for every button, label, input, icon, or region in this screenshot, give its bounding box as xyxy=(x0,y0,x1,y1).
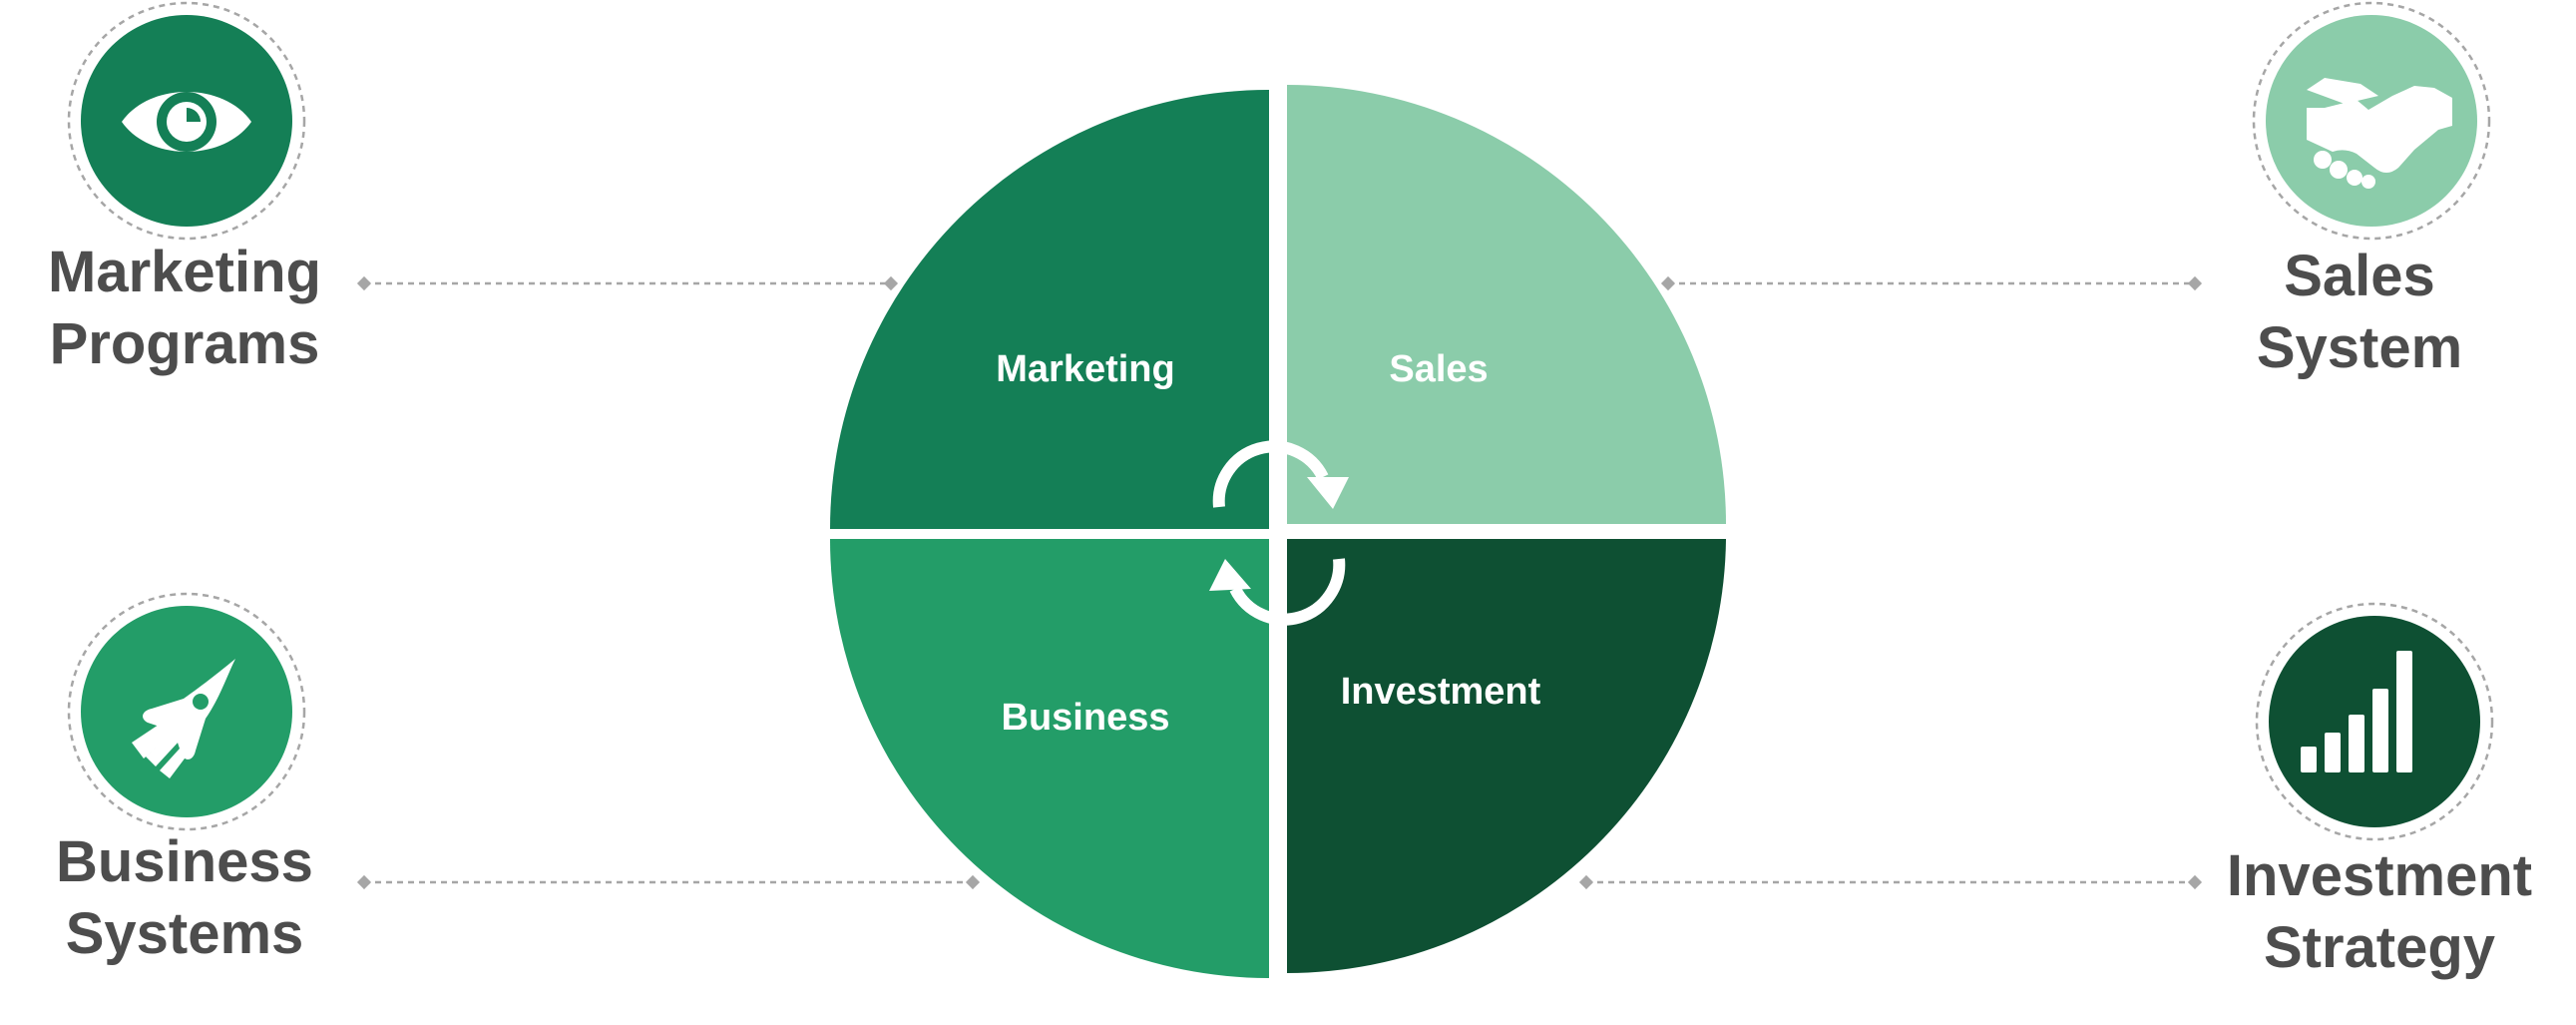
label-sales-system-line2: System xyxy=(2256,315,2463,380)
label-business-systems: Business Systems xyxy=(30,826,339,970)
cycle-arrowhead-right xyxy=(1307,477,1349,509)
label-investment-strategy: Investment Strategy xyxy=(2190,840,2569,984)
label-business-systems-line1: Business xyxy=(56,829,313,894)
label-investment-strategy-line2: Strategy xyxy=(2263,915,2496,980)
quadrant-sales xyxy=(1287,85,1726,524)
quadrant-business xyxy=(830,539,1269,978)
label-marketing-programs-line1: Marketing xyxy=(48,240,321,304)
label-investment-strategy-line1: Investment xyxy=(2226,843,2533,908)
label-business-systems-line2: Systems xyxy=(65,901,304,966)
cycle-arrowhead-left xyxy=(1209,559,1251,591)
quadrant-label-investment: Investment xyxy=(1341,671,1541,713)
eye-icon-badge xyxy=(67,1,306,241)
bar-chart-icon xyxy=(2301,651,2412,772)
quadrant-label-business: Business xyxy=(1002,697,1170,739)
quadrant-label-marketing: Marketing xyxy=(996,348,1174,390)
rocket-icon-badge xyxy=(67,592,306,831)
bar-chart-icon-badge xyxy=(2255,602,2494,841)
label-marketing-programs: Marketing Programs xyxy=(20,237,349,380)
quadrant-investment xyxy=(1287,539,1726,973)
handshake-icon xyxy=(2307,78,2452,189)
cycle-arrows-icon xyxy=(1212,440,1346,626)
eye-icon xyxy=(122,92,251,152)
quadrant-marketing xyxy=(830,90,1269,529)
handshake-icon-badge xyxy=(2252,1,2491,241)
label-marketing-programs-line2: Programs xyxy=(49,311,320,376)
label-sales-system: Sales System xyxy=(2210,241,2509,384)
connector-lines xyxy=(364,281,2195,884)
quadrant-label-sales: Sales xyxy=(1389,348,1488,390)
connector-endpoints xyxy=(356,275,2203,890)
label-sales-system-line1: Sales xyxy=(2284,244,2435,308)
rocket-icon xyxy=(132,659,235,778)
